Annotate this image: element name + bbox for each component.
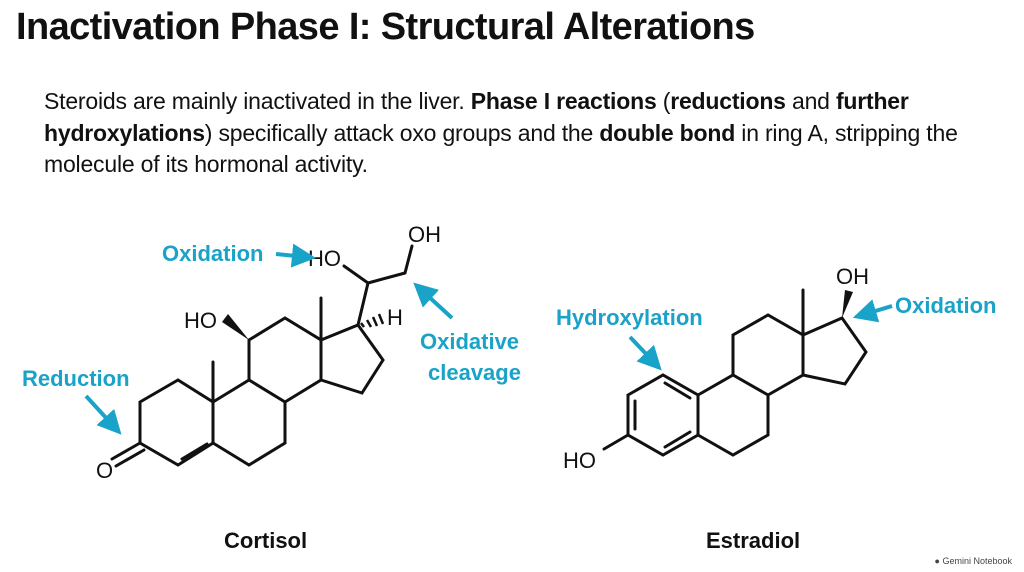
cortisol-label-oxidation: Oxidation: [162, 241, 263, 266]
intro-bold-double-bond: double bond: [599, 119, 736, 146]
intro-paragraph: Steroids are mainly inactivated in the l…: [44, 86, 984, 181]
cortisol-ketone-bond: [110, 441, 142, 461]
cortisol-side-chain: [366, 271, 407, 285]
intro-text: and: [785, 88, 836, 114]
intro-text: ) specifically attack oxo groups and the: [204, 119, 600, 146]
intro-text: in ring A, stripping the molecule of its…: [44, 119, 958, 178]
cortisol-atom-h-17: H: [387, 305, 403, 330]
intro-bold-hydroxylations: further hydroxylations: [44, 88, 909, 146]
cortisol-atom-ho-11: HO: [184, 308, 217, 333]
intro-text: (: [656, 88, 671, 114]
estradiol-name: Estradiol: [706, 528, 800, 553]
estradiol-arrow-oxidation: [852, 299, 893, 323]
cortisol-wedge-11: [222, 314, 249, 340]
cortisol-side-chain: [342, 264, 370, 285]
notebook-icon: ●: [934, 556, 940, 566]
cortisol-side-chain: [403, 244, 414, 275]
gemini-notebook-badge: ● Gemini Notebook: [935, 556, 1013, 566]
cortisol-ring-c: [247, 316, 323, 404]
estradiol-atom-oh-17: OH: [836, 264, 869, 289]
cortisol-hash-17: [360, 313, 385, 328]
cortisol-ketone-bond: [114, 448, 146, 468]
cortisol-ring-d: [319, 323, 385, 395]
estradiol-label-oxidation: Oxidation: [895, 293, 996, 318]
cortisol-ring-b: [211, 378, 287, 467]
cortisol-arrow-reduction: [84, 394, 122, 435]
estradiol-ring-a: [626, 373, 700, 457]
estradiol-aromatic-bond: [663, 430, 692, 449]
badge-text: Gemini Notebook: [942, 556, 1012, 566]
cortisol-atom-ho-17: HO: [308, 246, 341, 271]
estradiol-ring-c: [731, 313, 805, 397]
cortisol-side-chain: [356, 281, 370, 327]
cortisol-structure: O HO HO OH H Oxidation Reduction Oxidati…: [22, 222, 521, 553]
intro-bold-reductions: reductions: [670, 88, 786, 114]
estradiol-structure: HO OH Hydroxylation Oxidation Estradiol: [556, 264, 996, 553]
estradiol-atom-ho-3: HO: [563, 448, 596, 473]
estradiol-aromatic-bond: [663, 381, 692, 400]
estradiol-ring-d: [801, 316, 868, 386]
intro-text: Steroids are mainly inactivated in the l…: [44, 88, 471, 114]
estradiol-arrow-hydroxylation: [628, 335, 662, 371]
cortisol-double-bond-c4-c5: [180, 442, 209, 461]
estradiol-wedge-17: [842, 290, 853, 318]
cortisol-arrow-oxidation: [275, 243, 316, 268]
cortisol-ring-a: [138, 378, 215, 467]
estradiol-ring-b: [696, 373, 770, 457]
estradiol-oh-bond-3: [602, 433, 630, 451]
intro-bold-phase-i: Phase I reactions: [470, 88, 657, 114]
cortisol-label-cleavage: cleavage: [428, 360, 521, 385]
cortisol-arrow-oxidative-cleavage: [413, 282, 454, 320]
estradiol-label-hydroxylation: Hydroxylation: [556, 305, 703, 330]
cortisol-label-oxidative: Oxidative: [420, 329, 519, 354]
cortisol-atom-o: O: [96, 458, 113, 483]
cortisol-name: Cortisol: [224, 528, 307, 553]
page-title: Inactivation Phase I: Structural Alterat…: [16, 6, 755, 48]
cortisol-atom-oh-21: OH: [408, 222, 441, 247]
cortisol-label-reduction: Reduction: [22, 366, 130, 391]
